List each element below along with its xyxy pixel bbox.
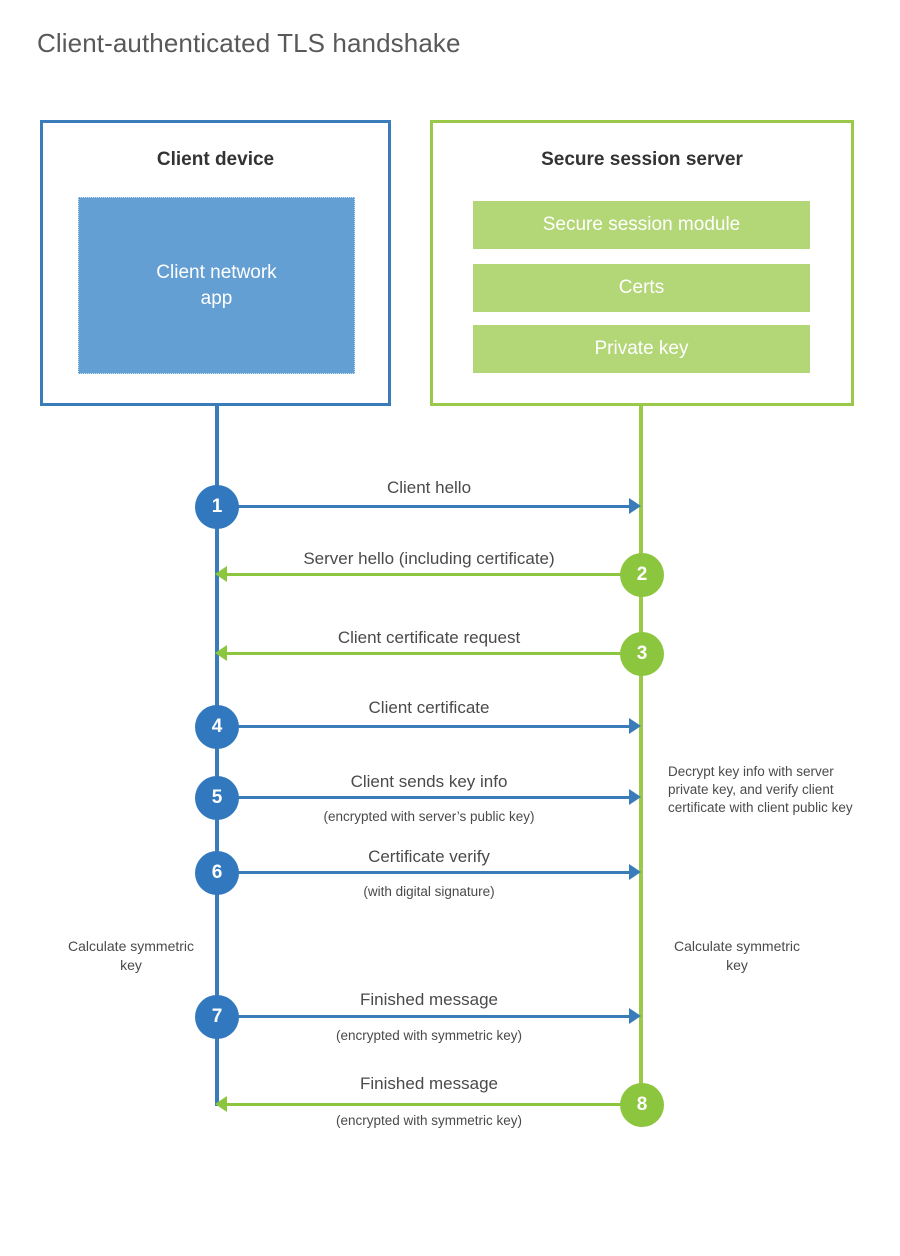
- client-device-title: Client device: [156, 149, 275, 170]
- step-number: 5: [211, 787, 223, 808]
- step-number: 4: [211, 716, 223, 737]
- arrow-head-left-icon: [215, 645, 227, 661]
- server-component-private-key: Private key: [473, 325, 810, 373]
- step-circle-3: 3: [620, 632, 664, 676]
- step-number: 7: [211, 1006, 223, 1027]
- message-sublabel-5: (encrypted with server’s public key): [323, 809, 535, 824]
- message-line-7: [217, 1015, 631, 1018]
- step-circle-5: 5: [195, 776, 239, 820]
- arrow-head-right-icon: [629, 789, 641, 805]
- client-network-app-block: Client network app: [78, 197, 355, 374]
- server-component-label: Private key: [594, 338, 689, 359]
- message-label-2: Server hello (including certificate): [303, 549, 555, 568]
- message-line-8: [227, 1103, 641, 1106]
- secure-session-server-title: Secure session server: [541, 149, 743, 170]
- message-label-5: Client sends key info: [350, 772, 508, 791]
- server-lifeline: [639, 406, 643, 1106]
- client-device-box: Client device Client network app: [40, 120, 391, 406]
- server-component-certs: Certs: [473, 264, 810, 312]
- message-sublabel-6: (with digital signature): [363, 884, 495, 899]
- step-circle-6: 6: [195, 851, 239, 895]
- step-circle-8: 8: [620, 1083, 664, 1127]
- client-network-app-label: Client network app: [156, 261, 277, 309]
- step-circle-1: 1: [195, 485, 239, 529]
- step-number: 3: [636, 643, 648, 664]
- step-number: 2: [636, 564, 648, 585]
- message-label-1: Client hello: [386, 478, 472, 497]
- message-label-8: Finished message: [360, 1074, 498, 1093]
- arrow-head-right-icon: [629, 498, 641, 514]
- step-circle-2: 2: [620, 553, 664, 597]
- arrow-head-right-icon: [629, 1008, 641, 1024]
- note-decrypt-key-info: Decrypt key info with server private key…: [668, 764, 853, 815]
- server-component-secure-session-module: Secure session module: [473, 201, 810, 249]
- message-label-4: Client certificate: [368, 698, 490, 717]
- page-title: Client-authenticated TLS handshake: [37, 28, 461, 58]
- message-line-1: [217, 505, 631, 508]
- step-circle-4: 4: [195, 705, 239, 749]
- message-label-6: Certificate verify: [368, 847, 490, 866]
- note-calculate-symmetric-key-client: Calculate symmetric key: [67, 938, 195, 973]
- server-component-label: Secure session module: [542, 214, 741, 235]
- arrow-head-right-icon: [629, 864, 641, 880]
- message-line-6: [217, 871, 631, 874]
- step-circle-7: 7: [195, 995, 239, 1039]
- message-label-7: Finished message: [360, 990, 498, 1009]
- arrow-head-right-icon: [629, 718, 641, 734]
- message-label-3: Client certificate request: [337, 628, 521, 647]
- client-lifeline: [215, 406, 219, 1106]
- message-sublabel-7: (encrypted with symmetric key): [335, 1028, 523, 1043]
- step-number: 1: [211, 496, 223, 517]
- secure-session-server-box: Secure session server Secure session mod…: [430, 120, 854, 406]
- note-calculate-symmetric-key-server: Calculate symmetric key: [673, 938, 801, 973]
- arrow-head-left-icon: [215, 566, 227, 582]
- step-number: 6: [211, 862, 223, 883]
- message-line-4: [217, 725, 631, 728]
- message-line-2: [227, 573, 641, 576]
- message-line-5: [217, 796, 631, 799]
- server-component-label: Certs: [618, 277, 665, 298]
- message-sublabel-8: (encrypted with symmetric key): [335, 1113, 523, 1128]
- message-line-3: [227, 652, 641, 655]
- arrow-head-left-icon: [215, 1096, 227, 1112]
- step-number: 8: [636, 1094, 648, 1115]
